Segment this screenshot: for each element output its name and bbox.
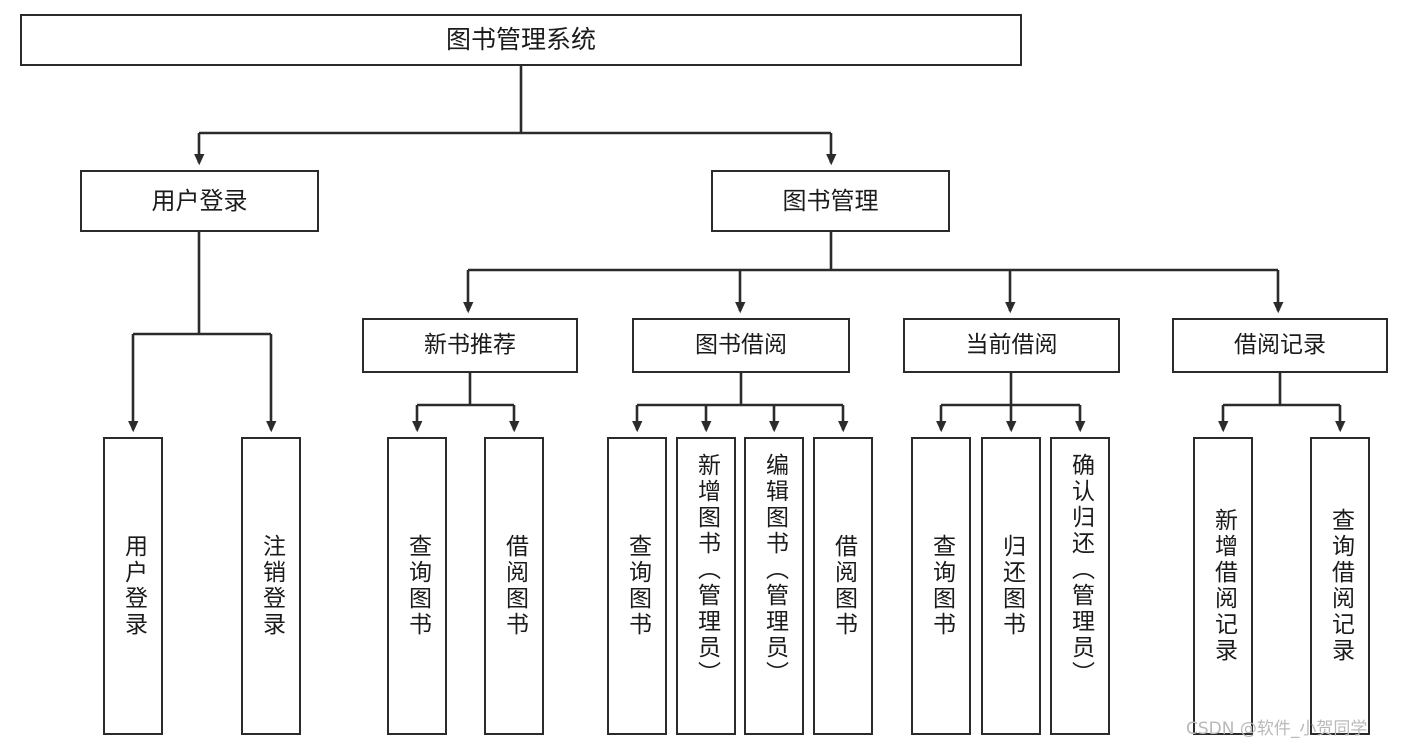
node-user-login[interactable]: 用户登录 xyxy=(80,170,319,232)
node-root[interactable]: 图书管理系统 xyxy=(20,14,1022,66)
node-borrow-record[interactable]: 借阅记录 xyxy=(1172,318,1388,373)
leaf-borrow-borrow-book[interactable]: 借阅图书 xyxy=(813,437,873,735)
leaf-rec-query-record-label: 查询借阅记录 xyxy=(1327,508,1354,664)
leaf-borrow-edit-book[interactable]: 编辑图书（管理员） xyxy=(744,437,804,735)
node-root-label: 图书管理系统 xyxy=(445,25,596,55)
leaf-borrow-edit-book-label: 编辑图书（管理员） xyxy=(761,453,788,687)
node-current-borrow[interactable]: 当前借阅 xyxy=(903,318,1120,373)
leaf-rec-add-record[interactable]: 新增借阅记录 xyxy=(1193,437,1253,735)
leaf-cur-confirm-return[interactable]: 确认归还（管理员） xyxy=(1050,437,1110,735)
leaf-user-logout[interactable]: 注销登录 xyxy=(241,437,301,735)
node-book-manage-label: 图书管理 xyxy=(782,186,879,215)
leaf-cur-return-book-label: 归还图书 xyxy=(998,534,1025,638)
leaf-user-login-label: 用户登录 xyxy=(120,534,147,638)
leaf-cur-query-book-label: 查询图书 xyxy=(928,534,955,638)
leaf-rec-borrow-book[interactable]: 借阅图书 xyxy=(484,437,544,735)
csdn-watermark: CSDN @软件_小贺同学 xyxy=(1186,719,1368,739)
node-book-manage[interactable]: 图书管理 xyxy=(711,170,950,232)
leaf-rec-add-record-label: 新增借阅记录 xyxy=(1210,508,1237,664)
node-new-book-rec-label: 新书推荐 xyxy=(424,331,516,358)
leaf-cur-confirm-return-label: 确认归还（管理员） xyxy=(1067,453,1094,687)
leaf-user-logout-label: 注销登录 xyxy=(258,534,285,638)
leaf-borrow-borrow-book-label: 借阅图书 xyxy=(830,534,857,638)
leaf-rec-query-book[interactable]: 查询图书 xyxy=(387,437,447,735)
leaf-borrow-add-book-label: 新增图书（管理员） xyxy=(693,453,720,687)
node-user-login-label: 用户登录 xyxy=(151,186,248,215)
node-borrow-record-label: 借阅记录 xyxy=(1234,331,1326,358)
node-book-borrow[interactable]: 图书借阅 xyxy=(632,318,850,373)
leaf-borrow-add-book[interactable]: 新增图书（管理员） xyxy=(676,437,736,735)
leaf-rec-query-record[interactable]: 查询借阅记录 xyxy=(1310,437,1370,735)
leaf-cur-query-book[interactable]: 查询图书 xyxy=(911,437,971,735)
leaf-borrow-query-book[interactable]: 查询图书 xyxy=(607,437,667,735)
leaf-rec-borrow-book-label: 借阅图书 xyxy=(501,534,528,638)
node-current-borrow-label: 当前借阅 xyxy=(965,331,1058,358)
leaf-cur-return-book[interactable]: 归还图书 xyxy=(981,437,1041,735)
leaf-user-login[interactable]: 用户登录 xyxy=(103,437,163,735)
node-new-book-rec[interactable]: 新书推荐 xyxy=(362,318,578,373)
node-book-borrow-label: 图书借阅 xyxy=(695,331,787,358)
leaf-borrow-query-book-label: 查询图书 xyxy=(624,534,651,638)
leaf-rec-query-book-label: 查询图书 xyxy=(404,534,431,638)
